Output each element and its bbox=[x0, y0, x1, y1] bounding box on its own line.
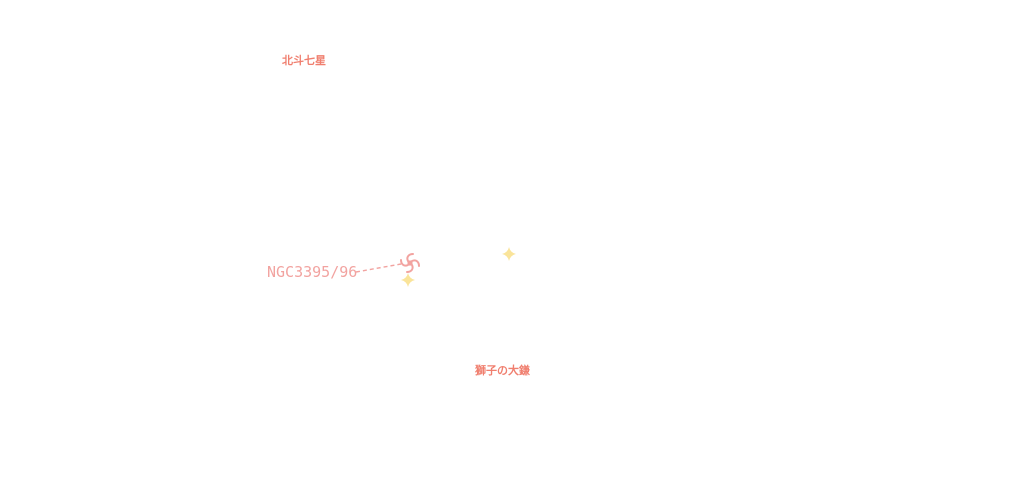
asterism-label-big-dipper: 北斗七星 bbox=[282, 54, 326, 67]
star-icon[interactable] bbox=[502, 247, 516, 261]
leader-line bbox=[355, 263, 402, 273]
deep-sky-object-label[interactable]: NGC3395/96 bbox=[267, 263, 358, 281]
galaxy-icon[interactable] bbox=[400, 253, 420, 273]
star-icon[interactable] bbox=[401, 273, 415, 287]
asterism-label-sickle-of-leo: 獅子の大鎌 bbox=[475, 364, 530, 377]
